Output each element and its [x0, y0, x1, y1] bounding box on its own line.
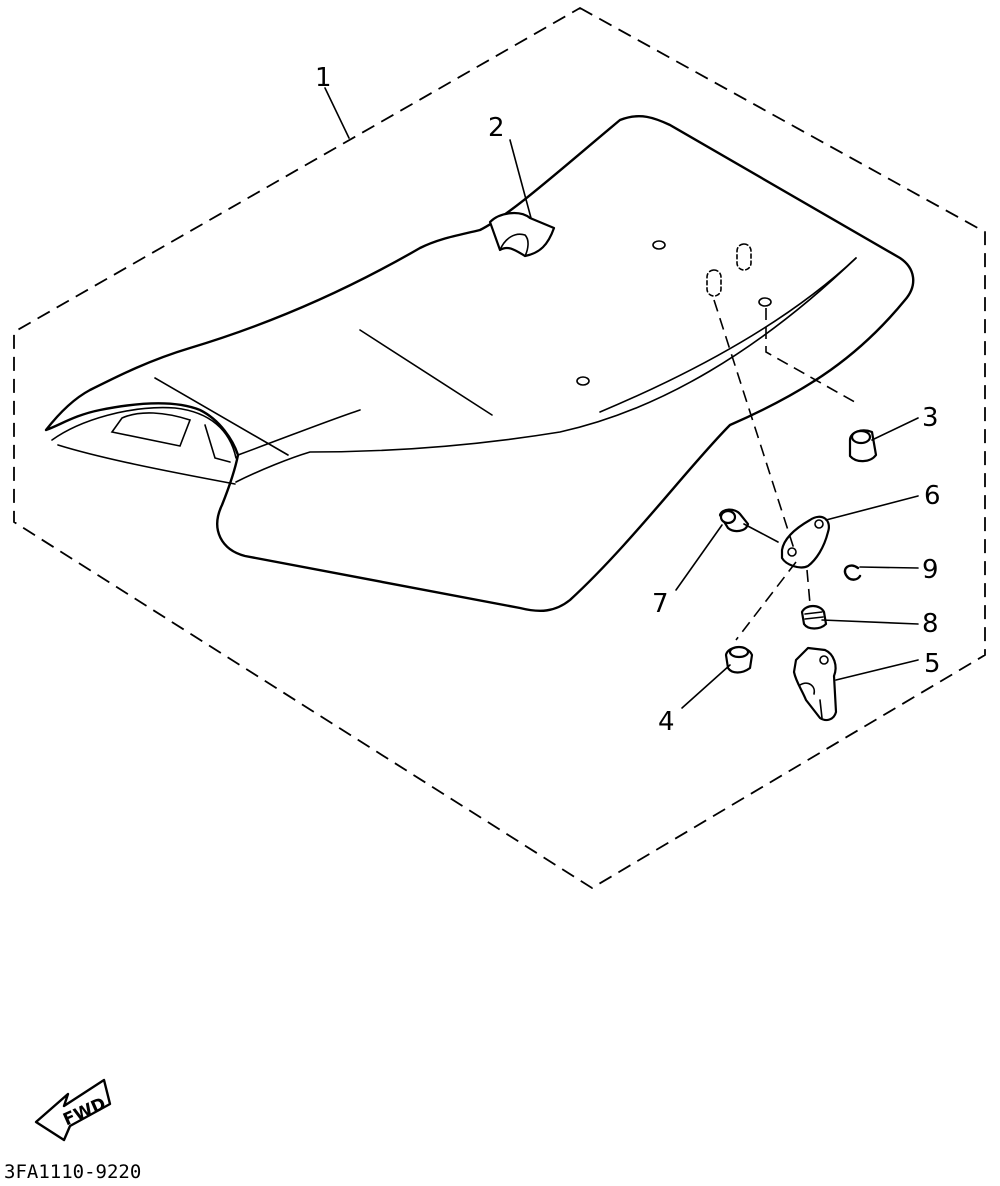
callout-5: 5	[924, 649, 941, 679]
callout-7: 7	[652, 589, 669, 619]
callout-2: 2	[488, 113, 505, 143]
fwd-arrow-icon: FWD	[34, 1078, 112, 1142]
callout-9: 9	[922, 555, 939, 585]
callout-6: 6	[924, 481, 941, 511]
bolt-part-7	[718, 508, 750, 533]
callout-4: 4	[658, 707, 675, 737]
diagram-code: 3FA1110-9220	[4, 1161, 141, 1183]
grommet-part-4	[724, 645, 754, 674]
callout-3: 3	[922, 403, 939, 433]
assembly-boundary	[13, 6, 986, 890]
seat-lock-part-5	[792, 646, 838, 722]
callout-8: 8	[922, 609, 939, 639]
damper-part-3	[848, 429, 878, 463]
seat	[44, 115, 915, 613]
spring-part-8	[800, 604, 828, 630]
hook-plate-part-6	[780, 515, 830, 569]
fwd-label: FWD	[60, 1094, 109, 1130]
clip-part-9	[843, 564, 862, 581]
callout-1: 1	[315, 63, 332, 93]
strap-part	[488, 212, 556, 258]
